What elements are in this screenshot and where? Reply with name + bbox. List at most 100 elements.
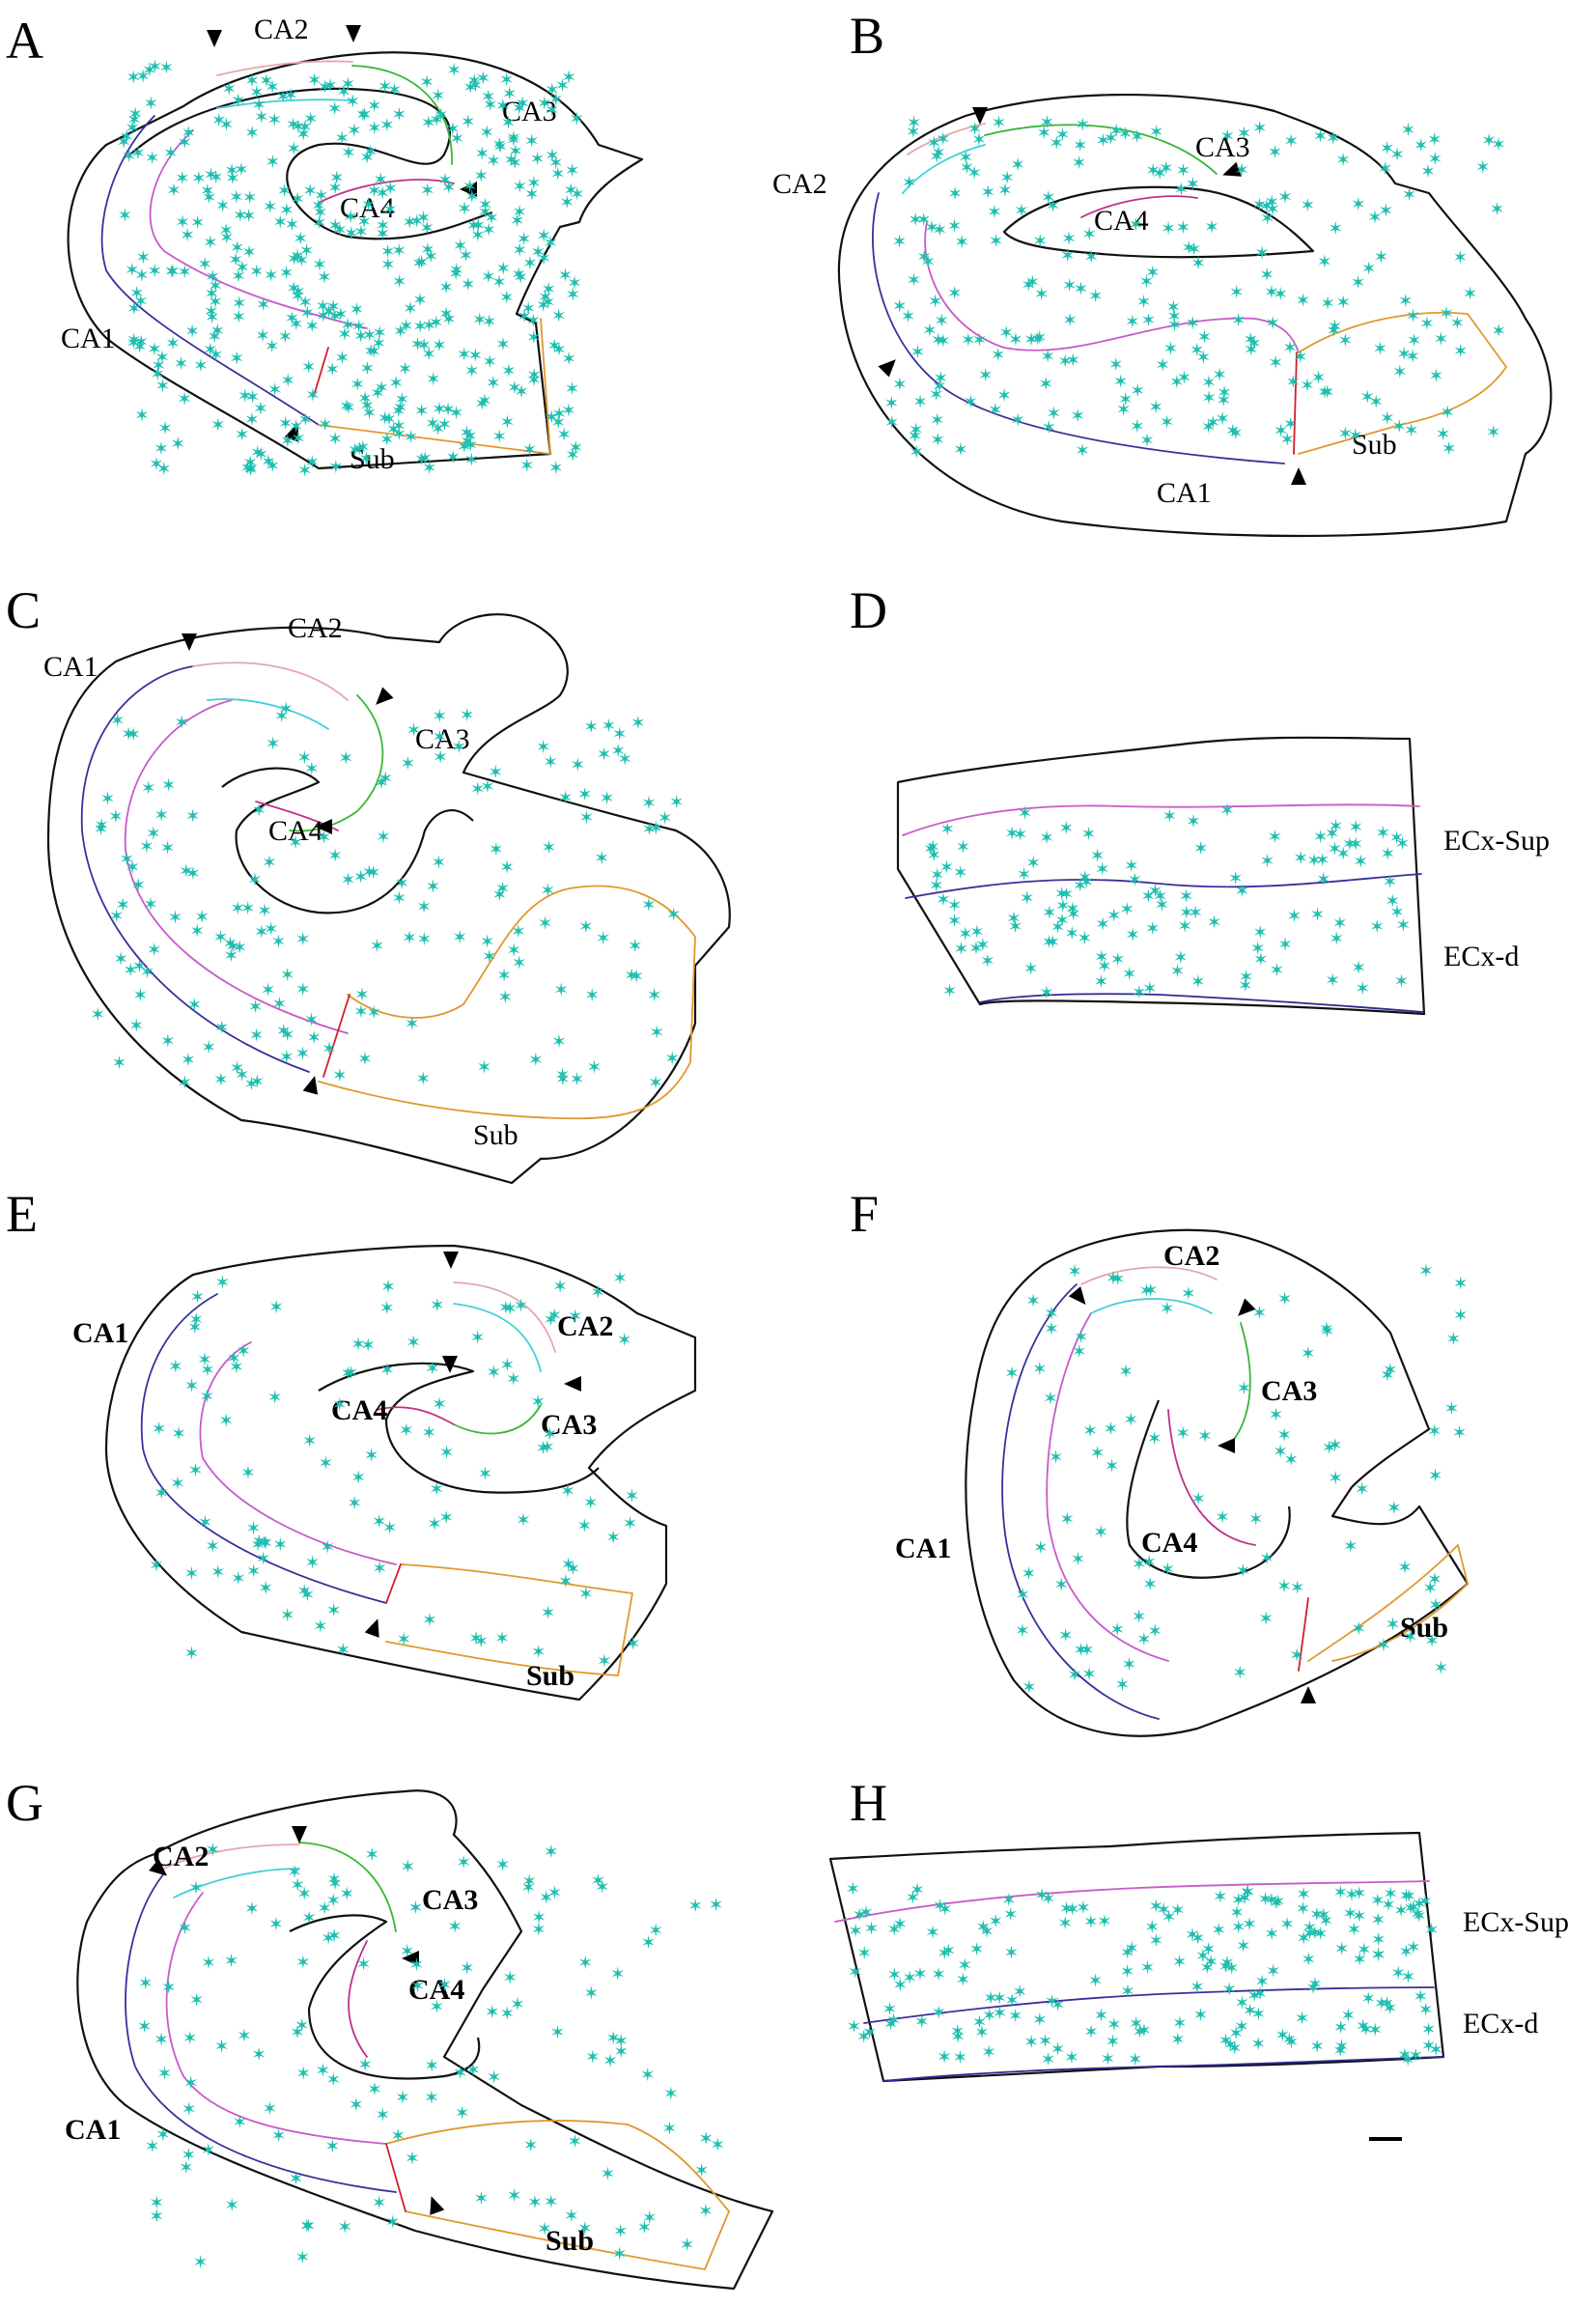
star-icon: ✶ <box>1326 128 1341 150</box>
star-icon: ✶ <box>201 1037 216 1058</box>
panel-c-outline <box>46 613 731 1185</box>
star-icon: ✶ <box>848 1962 863 1983</box>
star-icon: ✶ <box>1283 130 1299 152</box>
star-icon: ✶ <box>367 96 382 117</box>
panel-h-region-labels: ECx-Sup ECx-d <box>1463 1906 1569 2040</box>
star-icon: ✶ <box>590 1282 605 1304</box>
star-icon: ✶ <box>908 210 923 231</box>
star-icon: ✶ <box>1095 859 1110 881</box>
panel-c-ca1-layer <box>80 665 310 1073</box>
star-icon: ✶ <box>295 2063 311 2084</box>
star-icon: ✶ <box>909 442 924 464</box>
star-icon: ✶ <box>249 1025 265 1046</box>
star-icon: ✶ <box>154 804 169 826</box>
star-icon: ✶ <box>522 439 538 461</box>
star-icon: ✶ <box>1187 239 1202 260</box>
panel-f-label-ca1: CA1 <box>895 1533 951 1564</box>
star-icon: ✶ <box>1258 1608 1274 1629</box>
star-icon: ✶ <box>583 717 599 738</box>
star-icon: ✶ <box>225 936 240 957</box>
star-icon: ✶ <box>382 179 398 200</box>
star-icon: ✶ <box>280 1605 295 1626</box>
star-icon: ✶ <box>515 94 530 115</box>
star-icon: ✶ <box>1136 292 1152 313</box>
star-icon: ✶ <box>577 1953 593 1974</box>
star-icon: ✶ <box>1061 229 1077 250</box>
star-icon: ✶ <box>414 449 430 470</box>
star-icon: ✶ <box>1088 286 1104 307</box>
star-icon: ✶ <box>100 789 116 810</box>
star-icon: ✶ <box>467 346 483 367</box>
star-icon: ✶ <box>530 149 546 170</box>
star-icon: ✶ <box>1075 440 1090 462</box>
panel-label-c: C <box>6 581 41 639</box>
star-icon: ✶ <box>1130 380 1145 402</box>
panel-c: C CA1 CA2 CA3 CA4 Sub ✶✶✶✶✶✶✶✶✶✶✶✶✶✶✶✶✶✶… <box>6 581 731 1185</box>
star-icon: ✶ <box>335 1640 350 1661</box>
star-icon: ✶ <box>1320 294 1335 315</box>
star-icon: ✶ <box>546 335 562 356</box>
star-icon: ✶ <box>486 373 501 394</box>
star-icon: ✶ <box>488 762 503 783</box>
star-icon: ✶ <box>1405 347 1420 368</box>
star-icon: ✶ <box>412 316 428 337</box>
star-icon: ✶ <box>424 2087 439 2108</box>
star-icon: ✶ <box>972 2012 988 2034</box>
star-icon: ✶ <box>1193 838 1209 859</box>
star-icon: ✶ <box>527 2192 543 2213</box>
star-icon: ✶ <box>1012 1982 1027 2003</box>
star-icon: ✶ <box>468 1628 484 1649</box>
star-icon: ✶ <box>189 921 205 942</box>
star-icon: ✶ <box>1106 905 1122 926</box>
star-icon: ✶ <box>193 355 209 377</box>
star-icon: ✶ <box>338 747 353 769</box>
star-icon: ✶ <box>364 1446 379 1467</box>
star-icon: ✶ <box>374 773 389 794</box>
star-icon: ✶ <box>244 123 260 144</box>
star-icon: ✶ <box>507 2185 522 2207</box>
star-icon: ✶ <box>1240 1882 1255 1903</box>
star-icon: ✶ <box>967 119 983 140</box>
star-icon: ✶ <box>1013 824 1028 845</box>
star-icon: ✶ <box>626 1633 641 1654</box>
star-icon: ✶ <box>291 286 306 307</box>
star-icon: ✶ <box>1140 886 1156 908</box>
star-icon: ✶ <box>1095 130 1110 152</box>
star-icon: ✶ <box>466 70 482 92</box>
star-icon: ✶ <box>462 436 478 457</box>
star-icon: ✶ <box>239 458 255 479</box>
star-icon: ✶ <box>1369 916 1385 938</box>
star-icon: ✶ <box>358 449 374 470</box>
star-icon: ✶ <box>178 1918 193 1939</box>
star-icon: ✶ <box>1225 421 1241 442</box>
star-icon: ✶ <box>398 358 413 380</box>
star-icon: ✶ <box>1283 414 1299 436</box>
star-icon: ✶ <box>371 333 386 354</box>
star-icon: ✶ <box>1176 160 1191 182</box>
star-icon: ✶ <box>432 706 447 727</box>
star-icon: ✶ <box>185 863 201 885</box>
star-icon: ✶ <box>507 153 522 174</box>
panel-a-ca3-layer <box>351 65 453 165</box>
panel-f-inner-layer <box>1046 1312 1169 1662</box>
star-icon: ✶ <box>363 341 378 362</box>
panel-b-label-ca2: CA2 <box>772 168 827 200</box>
star-icon: ✶ <box>1414 135 1429 156</box>
star-icon: ✶ <box>1391 416 1407 437</box>
star-icon: ✶ <box>710 2135 725 2156</box>
star-icon: ✶ <box>359 148 375 169</box>
star-icon: ✶ <box>577 784 593 805</box>
star-icon: ✶ <box>391 416 406 437</box>
panel-d-markers: ✶✶✶✶✶✶✶✶✶✶✶✶✶✶✶✶✶✶✶✶✶✶✶✶✶✶✶✶✶✶✶✶✶✶✶✶✶✶✶✶… <box>923 801 1411 1004</box>
star-icon: ✶ <box>1427 149 1442 170</box>
star-icon: ✶ <box>130 875 146 896</box>
star-icon: ✶ <box>1229 1902 1245 1924</box>
star-icon: ✶ <box>570 1069 585 1090</box>
panel-f-label-ca2: CA2 <box>1163 1240 1219 1272</box>
star-icon: ✶ <box>1204 217 1219 239</box>
panel-b-label-ca3: CA3 <box>1195 131 1250 163</box>
star-icon: ✶ <box>1130 127 1145 148</box>
star-icon: ✶ <box>264 266 279 287</box>
star-icon: ✶ <box>1342 834 1358 856</box>
star-icon: ✶ <box>414 252 430 273</box>
